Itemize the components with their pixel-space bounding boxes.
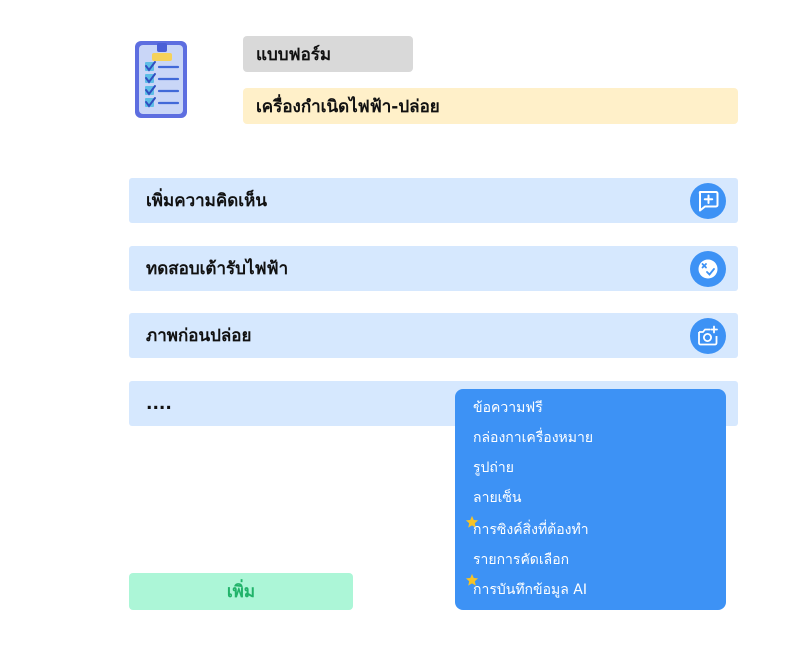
row-label: เพิ่มความคิดเห็น bbox=[146, 191, 267, 211]
row-label: ภาพก่อนปล่อย bbox=[146, 326, 252, 346]
menu-item-checkbox[interactable]: กล่องกาเครื่องหมาย bbox=[473, 430, 594, 446]
check-uncheck-icon[interactable] bbox=[690, 251, 726, 287]
menu-item-photo[interactable]: รูปถ่าย bbox=[473, 460, 514, 476]
add-button[interactable]: เพิ่ม bbox=[129, 573, 353, 610]
form-type-label: แบบฟอร์ม bbox=[243, 36, 413, 72]
add-photo-icon[interactable] bbox=[690, 318, 726, 354]
menu-item-ai-capture[interactable]: การบันทึกข้อมูล AI bbox=[473, 582, 587, 598]
row-label: ทดสอบเต้ารับไฟฟ้า bbox=[146, 259, 289, 279]
add-item-dropdown: ข้อความฟรี กล่องกาเครื่องหมาย รูปถ่าย ลา… bbox=[455, 389, 726, 610]
form-name: เครื่องกำเนิดไฟฟ้า-ปล่อย bbox=[243, 88, 738, 124]
row-photo-before-release[interactable]: ภาพก่อนปล่อย bbox=[129, 313, 738, 358]
menu-item-todo-sync[interactable]: การซิงค์สิ่งที่ต้องทำ bbox=[473, 522, 589, 538]
menu-item-free-text[interactable]: ข้อความฟรี bbox=[473, 400, 543, 416]
add-comment-icon[interactable] bbox=[690, 183, 726, 219]
menu-item-selection-list[interactable]: รายการคัดเลือก bbox=[473, 552, 570, 568]
star-icon bbox=[465, 515, 479, 528]
menu-item-signature[interactable]: ลายเซ็น bbox=[473, 490, 522, 506]
star-icon bbox=[465, 573, 479, 586]
row-add-comment[interactable]: เพิ่มความคิดเห็น bbox=[129, 178, 738, 223]
row-outlet-test[interactable]: ทดสอบเต้ารับไฟฟ้า bbox=[129, 246, 738, 291]
clipboard-checklist-icon bbox=[134, 40, 188, 118]
row-label: .... bbox=[146, 393, 172, 414]
